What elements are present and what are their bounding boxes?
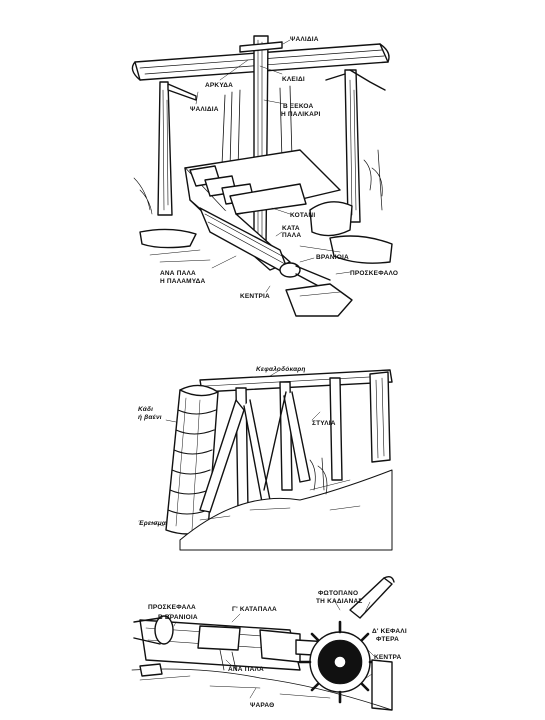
label-kotani: ΚΟΤΑΝΙ [290, 212, 316, 219]
label-kentra-bottom: ΚΕΝΤΡΑ [374, 654, 402, 661]
label-stylia: ΣΤΥΛΙΑ [312, 420, 336, 427]
label-kleidi: ΚΛΕΙΔΙ [282, 76, 305, 83]
label-katapala-bottom: Γ' ΚΑΤΑΠΑΛΑ [232, 606, 277, 613]
wine-press-diagram-top: ΨΑΛΙΔΙΑ ΑΡΚΥΔΑ ΚΛΕΙΔΙ ΨΑΛΙΔΙΑ Β ΞΕΚΟΑ Η … [0, 0, 545, 330]
label-erisma: Έρεισμα [138, 520, 167, 527]
label-anapala-2: Η ΠΑΛΑΜΥΔΑ [160, 278, 206, 285]
label-psalidia-left: ΨΑΛΙΔΙΑ [190, 106, 219, 113]
label-kefali-2: ΦΤΕΡΑ [376, 636, 400, 643]
label-anapala-1: ΑΝΑ ΠΑΛΑ [160, 270, 196, 277]
wine-press-diagram-bottom: ΠΡΟΣΚΕΦΑΛΑ Β ΒΡΑΝΙΟΙΑ Γ' ΚΑΤΑΠΑΛΑ ΑΝΑ ΠΑ… [0, 570, 545, 720]
vat-drawing [149, 369, 393, 551]
label-kentro: ΚΕΝΤΡΙΑ [240, 293, 270, 300]
label-kefali-1: Δ' ΚΕΦΑΛΙ [372, 628, 407, 635]
label-anapala-bottom: ΑΝΑ ΠΑΛΑ [228, 666, 264, 673]
label-kadi-1: Κάδι [138, 406, 154, 413]
label-xerosi-2: Η ΠΑΛΙΚΑΡΙ [281, 111, 321, 118]
label-vranioia-bottom: Β ΒΡΑΝΙΟΙΑ [158, 614, 198, 621]
label-arkoudha: ΑΡΚΥΔΑ [205, 82, 234, 89]
label-kefalodokari: Κεφαλοδόκαρη [256, 366, 306, 373]
label-xerosi-1: Β ΞΕΚΟΑ [283, 103, 314, 110]
label-psarath: ΨΑΡΑΘ [250, 702, 275, 709]
label-katapala-1: ΚΑΤΑ [282, 225, 300, 232]
wine-press-diagram-middle: Κεφαλοδόκαρη Κάδι ή βαένι ΣΤΥΛΙΑ Έρεισμα [0, 340, 545, 560]
label-fotopano-2: ΤΗ ΚΑΔΙΑΝΑΣ [316, 598, 363, 605]
label-fotopano-1: ΦΩΤΟΠΑΝΟ [318, 590, 359, 597]
label-vranioia: ΒΡΑΝΙΟΙΑ [316, 254, 349, 261]
label-katapala-2: ΠΑΛΑ [282, 232, 302, 239]
label-kadi-2: ή βαένι [138, 414, 162, 421]
label-psalidia-top: ΨΑΛΙΔΙΑ [290, 36, 319, 43]
wine-press-drawing [131, 35, 393, 317]
capstan-drawing [131, 575, 395, 711]
label-proskefalo: ΠΡΟΣΚΕΦΑΛΟ [350, 270, 399, 277]
label-proskefala: ΠΡΟΣΚΕΦΑΛΑ [148, 604, 196, 611]
